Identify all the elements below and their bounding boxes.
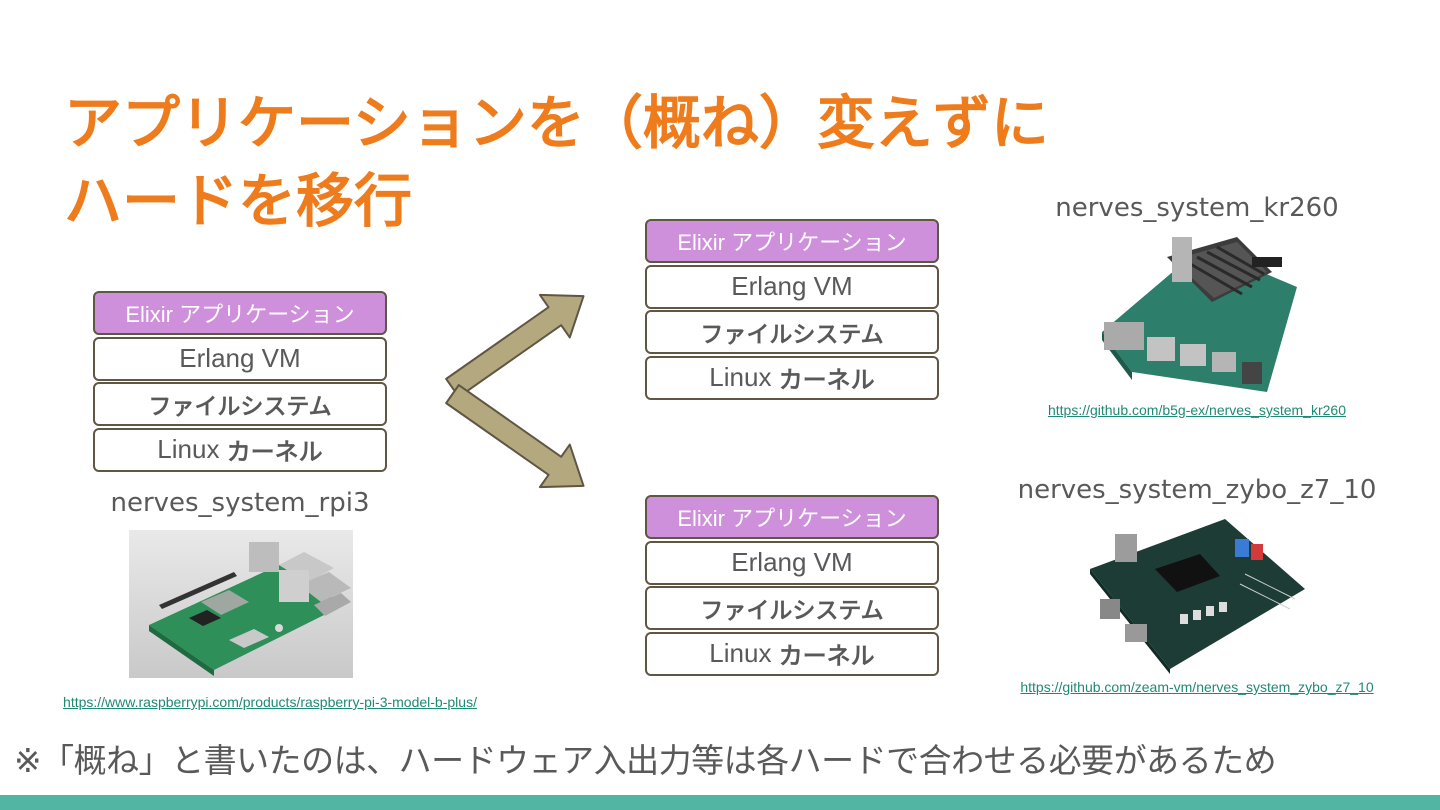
layer-erlang-vm: Erlang VM [93,336,387,381]
title-line-1: アプリケーションを（概ね）変えずに [64,89,1049,157]
slide-title: アプリケーションを（概ね）変えずに ハードを移行 [64,84,1264,240]
board-name-zybo: nerves_system_zybo_z7_10 [1017,475,1377,505]
layer-erlang-vm: Erlang VM [645,540,939,585]
layer-erlang-vm: Erlang VM [645,264,939,309]
zybo-board-image [1090,519,1305,674]
software-stack-rpi3: Elixir アプリケーション Erlang VM ファイルシステム Linux… [93,291,387,473]
kernel-suffix: カーネル [226,438,323,466]
layer-filesystem: ファイルシステム [645,586,939,630]
kernel-prefix: Linux [709,362,779,392]
link-zybo[interactable]: https://github.com/zeam-vm/nerves_system… [1020,679,1374,695]
layer-filesystem: ファイルシステム [645,310,939,354]
layer-elixir-app: Elixir アプリケーション [645,219,939,263]
kr260-board-image [1102,237,1297,392]
kernel-suffix: カーネル [778,642,875,670]
title-line-2: ハードを移行 [64,167,413,235]
layer-linux-kernel: Linux カーネル [645,355,939,400]
raspberry-pi-board-image [129,530,353,678]
board-name-kr260: nerves_system_kr260 [1055,193,1339,223]
kernel-prefix: Linux [709,638,779,668]
arrow-down-right-icon [445,384,585,489]
footnote: ※「概ね」と書いたのは、ハードウェア入出力等は各ハードで合わせる必要があるため [14,741,1277,780]
kernel-prefix: Linux [157,434,227,464]
layer-linux-kernel: Linux カーネル [93,427,387,472]
layer-elixir-app: Elixir アプリケーション [645,495,939,539]
software-stack-kr260: Elixir アプリケーション Erlang VM ファイルシステム Linux… [645,219,939,401]
link-kr260[interactable]: https://github.com/b5g-ex/nerves_system_… [1047,402,1347,418]
migration-arrows [445,293,585,489]
board-name-rpi3: nerves_system_rpi3 [110,488,370,518]
bottom-accent-bar [0,795,1440,810]
arrow-up-right-icon [445,293,585,398]
link-raspberry-pi[interactable]: https://www.raspberrypi.com/products/ras… [63,694,477,710]
layer-linux-kernel: Linux カーネル [645,631,939,676]
kernel-suffix: カーネル [778,366,875,394]
layer-filesystem: ファイルシステム [93,382,387,426]
software-stack-zybo: Elixir アプリケーション Erlang VM ファイルシステム Linux… [645,495,939,677]
layer-elixir-app: Elixir アプリケーション [93,291,387,335]
